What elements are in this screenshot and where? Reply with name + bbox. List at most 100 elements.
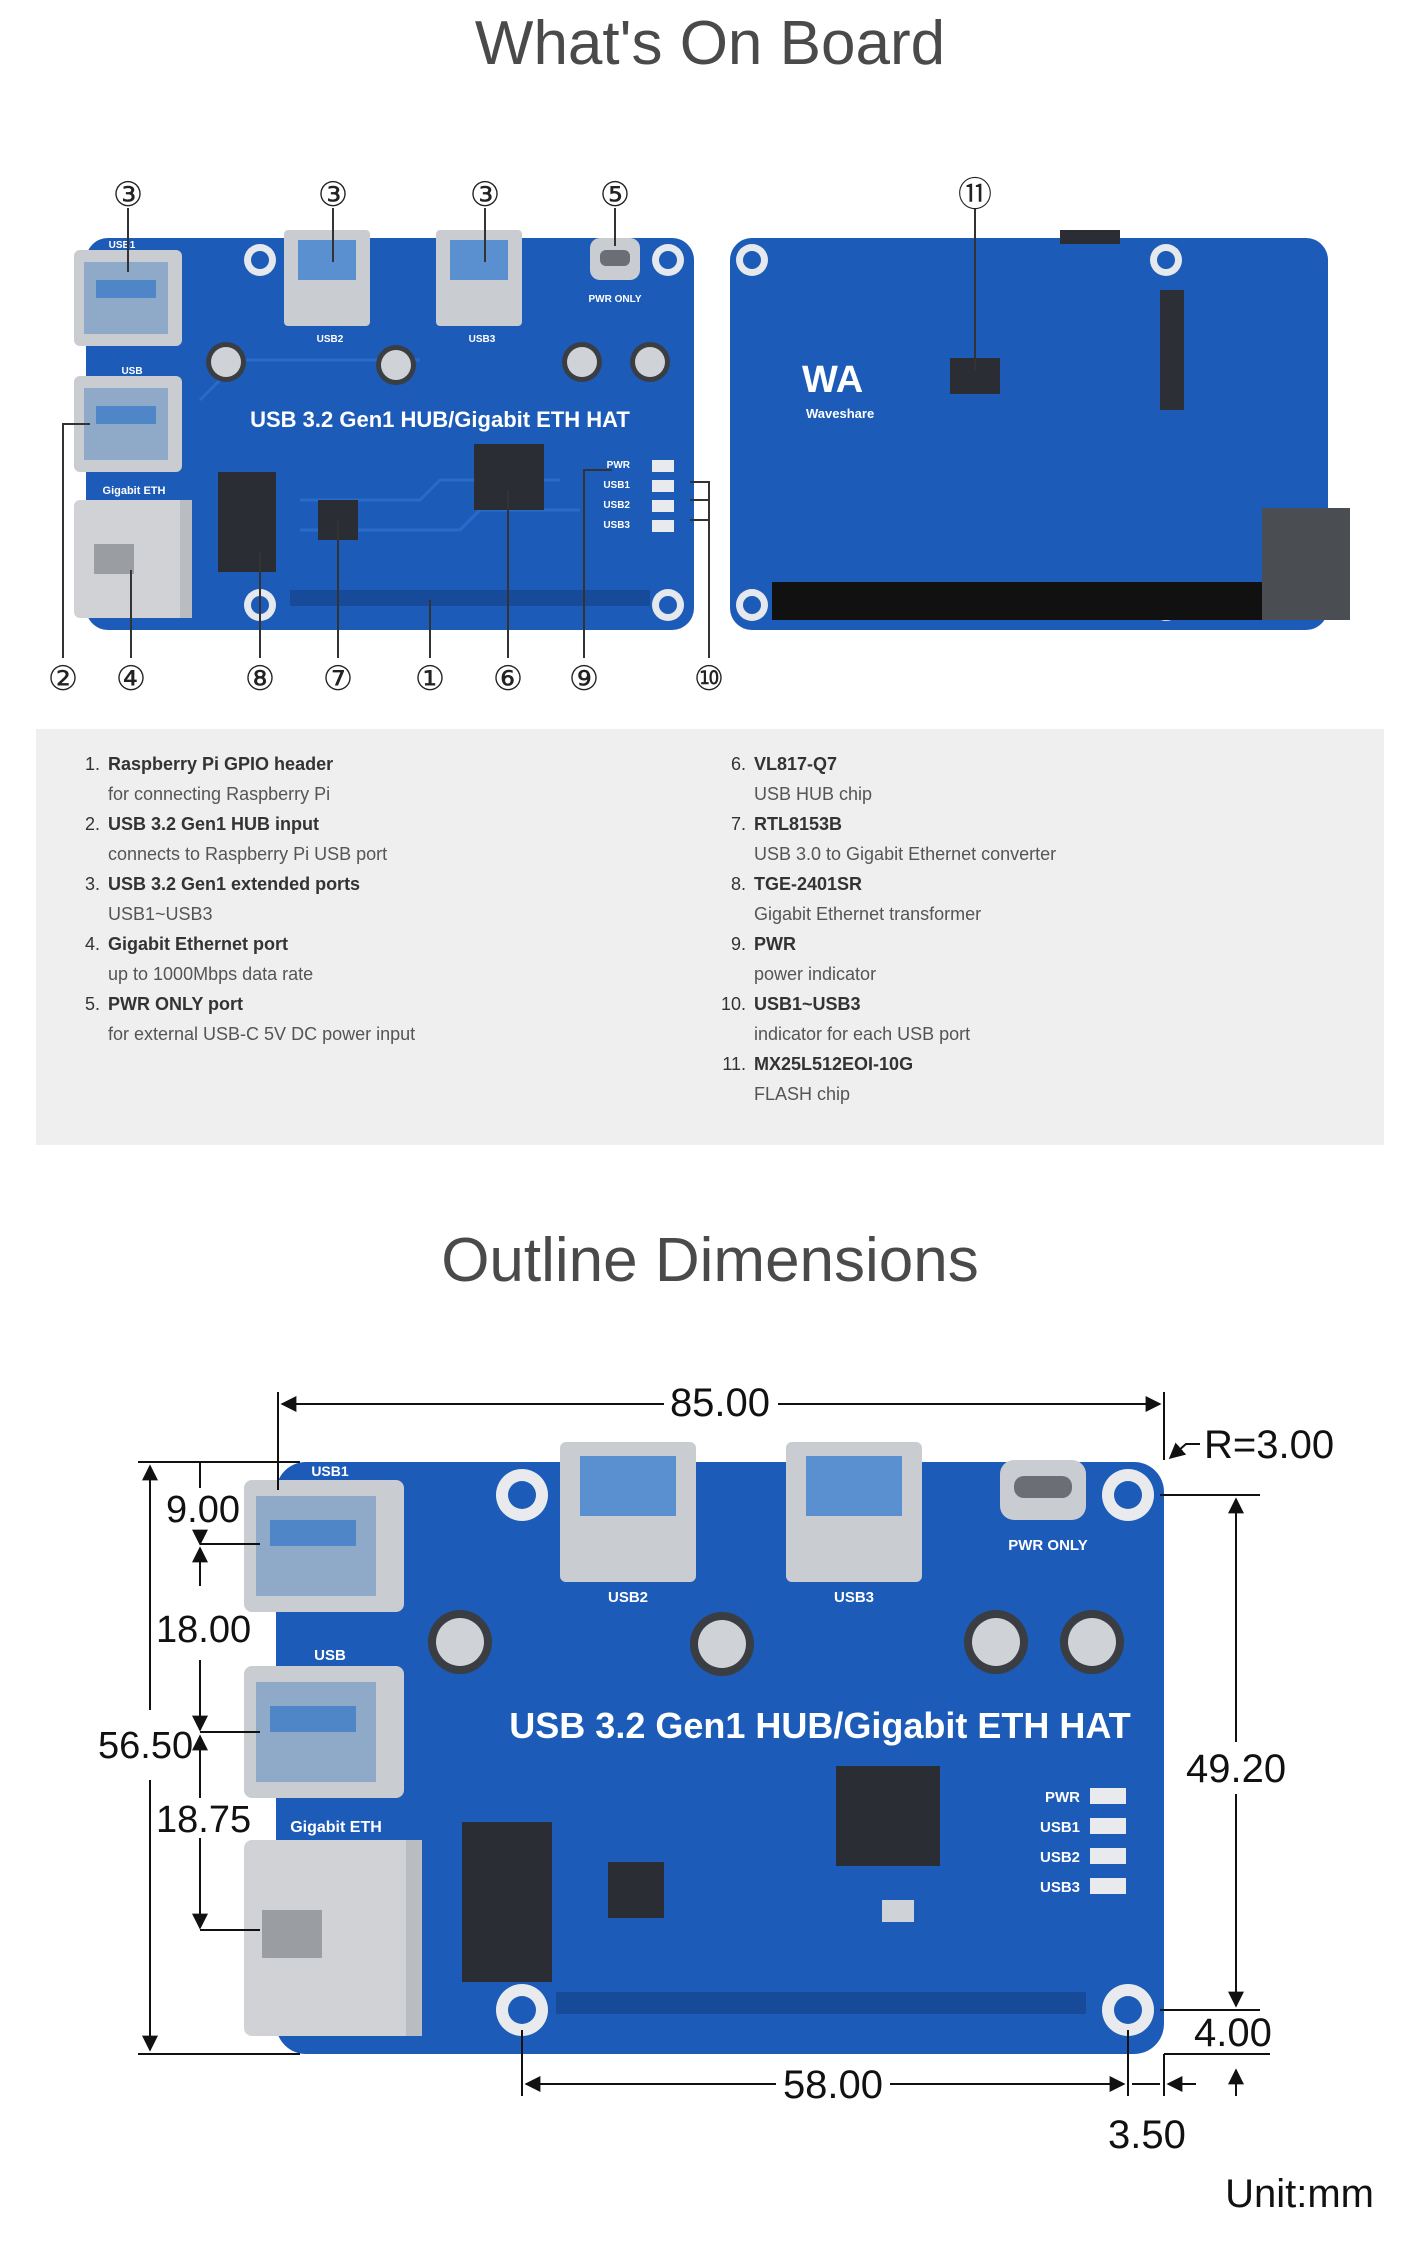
usb3-led-label: USB3 (603, 520, 630, 531)
list-item-desc: for external USB-C 5V DC power input (108, 1024, 416, 1044)
list-item-desc: USB1~USB3 (108, 904, 213, 924)
on-board-diagram: USB 3.2 Gen1 HUB/Gigabit ETH HAT USB1 US… (0, 150, 1420, 710)
dim-usb2-led-label: USB2 (1040, 1849, 1080, 1866)
dim-usb1-offset: 9.00 (166, 1489, 240, 1531)
dim-hole-v: 49.20 (1186, 1747, 1286, 1791)
usb1-led-label: USB1 (603, 480, 630, 491)
callout-lines (62, 208, 976, 658)
usb1-label: USB1 (109, 240, 136, 251)
list-item-desc: indicator for each USB port (754, 1024, 971, 1044)
front-board-title: USB 3.2 Gen1 HUB/Gigabit ETH HAT (250, 407, 630, 432)
usb-label: USB (121, 366, 142, 377)
dimension-lines (138, 1392, 1270, 2096)
unit-label: Unit:mm (1225, 2172, 1374, 2216)
dim-total-height: 56.50 (98, 1725, 193, 1767)
list-item-desc: for connecting Raspberry Pi (108, 784, 331, 804)
list-item-title: PWR (754, 934, 796, 954)
list-item-number: 3. (84, 874, 100, 894)
list-item-desc: USB 3.0 to Gigabit Ethernet converter (754, 844, 1057, 864)
component-list: 1. Raspberry Pi GPIO header for connecti… (36, 729, 1384, 1145)
list-item-title: PWR ONLY port (108, 994, 244, 1014)
dim-pwr-label: PWR (1045, 1789, 1080, 1806)
front-board: USB 3.2 Gen1 HUB/Gigabit ETH HAT USB1 US… (74, 230, 694, 630)
dim-usb1-label: USB1 (311, 1463, 349, 1479)
callout-11: ⑪ (958, 175, 992, 215)
callout-9: ⑨ (569, 659, 599, 699)
list-item-number: 8. (730, 874, 746, 894)
list-item-title: USB 3.2 Gen1 HUB input (108, 814, 320, 834)
back-board: WA Waveshare (730, 230, 1350, 630)
dim-hole-edge-v: 4.00 (1194, 2011, 1272, 2055)
dim-usb2-label: USB2 (608, 1589, 648, 1606)
list-item: 5. PWR ONLY port for external USB-C 5V D… (60, 989, 680, 1049)
callout-markers: ③ ③ ③ ⑤ ⑪ ② ④ ⑧ ⑦ ① ⑥ ⑨ ⑩ (48, 175, 992, 699)
callout-4: ④ (116, 659, 146, 699)
callout-7: ⑦ (323, 659, 353, 699)
list-item-desc: connects to Raspberry Pi USB port (108, 844, 388, 864)
callout-8: ⑧ (245, 659, 275, 699)
list-item-desc: FLASH chip (754, 1084, 851, 1104)
list-item: 2. USB 3.2 Gen1 HUB input connects to Ra… (60, 809, 680, 869)
dimensions-title: Outline Dimensions (441, 1226, 979, 1295)
list-item: 1. Raspberry Pi GPIO header for connecti… (60, 749, 680, 809)
dim-usb-spacing: 18.00 (156, 1609, 251, 1651)
list-item: 9. PWR power indicator (706, 929, 1326, 989)
callout-3c: ③ (470, 175, 500, 215)
list-item: 6. VL817-Q7 USB HUB chip (706, 749, 1326, 809)
callout-6: ⑥ (493, 659, 523, 699)
list-item-number: 1. (84, 754, 100, 774)
dimensions-diagram: USB 3.2 Gen1 HUB/Gigabit ETH HAT USB1 US… (0, 1370, 1420, 2170)
list-item: 3. USB 3.2 Gen1 extended ports USB1~USB3 (60, 869, 680, 929)
list-item-title: RTL8153B (754, 814, 843, 834)
dim-hole-edge-h: 3.50 (1108, 2113, 1186, 2157)
list-item-title: Raspberry Pi GPIO header (108, 754, 334, 774)
list-item-number: 2. (84, 814, 100, 834)
list-item: 7. RTL8153B USB 3.0 to Gigabit Ethernet … (706, 809, 1326, 869)
list-item-number: 7. (730, 814, 746, 834)
list-item: 10. USB1~USB3 indicator for each USB por… (706, 989, 1326, 1049)
list-item-number: 4. (84, 934, 100, 954)
callout-2: ② (48, 659, 78, 699)
list-item-number: 11. (722, 1054, 746, 1074)
list-item: 8. TGE-2401SR Gigabit Ethernet transform… (706, 869, 1326, 929)
usb2-label: USB2 (317, 334, 344, 345)
dimension-labels: 85.00 R=3.00 9.00 18.00 56.50 18.75 49.2… (98, 1381, 1334, 2157)
pwr-label: PWR (607, 460, 631, 471)
list-item-desc: USB HUB chip (754, 784, 873, 804)
list-item-title: TGE-2401SR (754, 874, 863, 894)
list-item-title: VL817-Q7 (754, 754, 838, 774)
dim-usb-label: USB (314, 1647, 346, 1664)
usb2-led-label: USB2 (603, 500, 630, 511)
list-item-number: 5. (84, 994, 100, 1014)
dimension-board: USB 3.2 Gen1 HUB/Gigabit ETH HAT USB1 US… (244, 1442, 1164, 2054)
list-item: 4. Gigabit Ethernet port up to 1000Mbps … (60, 929, 680, 989)
dim-hole-h: 58.00 (783, 2063, 883, 2107)
dim-usb3-led-label: USB3 (1040, 1879, 1080, 1896)
dim-radius: R=3.00 (1204, 1423, 1334, 1467)
list-item-number: 6. (730, 754, 746, 774)
dim-width: 85.00 (670, 1381, 770, 1425)
callout-10: ⑩ (694, 659, 724, 699)
callout-3b: ③ (318, 175, 348, 215)
callout-1: ① (415, 659, 445, 699)
dim-board-title: USB 3.2 Gen1 HUB/Gigabit ETH HAT (509, 1705, 1130, 1746)
list-item-number: 10. (720, 994, 746, 1014)
list-item-desc: Gigabit Ethernet transformer (754, 904, 982, 924)
list-item-desc: power indicator (754, 964, 877, 984)
dim-eth-spacing: 18.75 (156, 1799, 251, 1841)
list-item-title: Gigabit Ethernet port (108, 934, 288, 954)
gigabit-eth-label: Gigabit ETH (103, 485, 166, 497)
list-item-number: 9. (730, 934, 746, 954)
callout-5: ⑤ (600, 175, 630, 215)
component-list-right: 6. VL817-Q7 USB HUB chip 7. RTL8153B USB… (706, 749, 1326, 1109)
brand-logo: WA (802, 359, 863, 401)
component-list-left: 1. Raspberry Pi GPIO header for connecti… (60, 749, 680, 1049)
pwr-only-label: PWR ONLY (589, 294, 642, 305)
brand-name: Waveshare (806, 406, 874, 421)
list-item-title: USB1~USB3 (754, 994, 861, 1014)
callout-3a: ③ (113, 175, 143, 215)
dim-usb3-label: USB3 (834, 1589, 874, 1606)
list-item-desc: up to 1000Mbps data rate (108, 964, 314, 984)
dim-pwr-only-label: PWR ONLY (1008, 1537, 1087, 1554)
list-item-title: USB 3.2 Gen1 extended ports (108, 874, 361, 894)
